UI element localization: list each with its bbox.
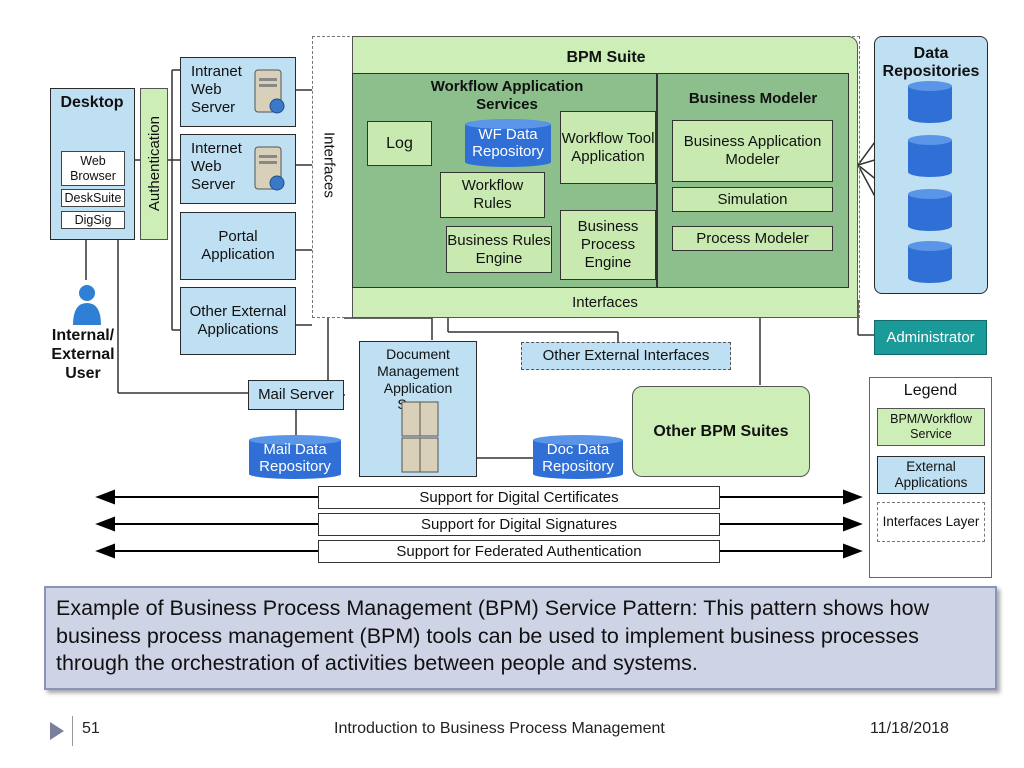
business-application-modeler: Business Application Modeler — [672, 120, 833, 182]
legend-interfaces-layer: Interfaces Layer — [877, 502, 985, 542]
bpm-suite-title: BPM Suite — [566, 49, 646, 66]
server-rack-icon — [401, 401, 439, 473]
authentication-label: Authentication — [145, 116, 163, 212]
doc-data-repository-label: Doc Data Repository — [542, 441, 614, 475]
data-repository-cylinders — [908, 81, 952, 283]
support-federated-authentication: Support for Federated Authentication — [318, 540, 720, 563]
mail-data-repository-label: Mail Data Repository — [259, 441, 331, 475]
document-management-server: Document Management Application Server — [359, 341, 477, 477]
user-label: Internal/ External User — [51, 327, 115, 383]
legend-bpm-workflow: BPM/Workflow Service — [877, 408, 985, 446]
wf-data-repository-cylinder — [465, 119, 551, 167]
support-digital-certificates: Support for Digital Certificates — [318, 486, 720, 509]
mail-server: Mail Server — [248, 380, 344, 410]
desktop-title: Desktop — [60, 94, 124, 111]
page-number: 51 — [82, 720, 100, 737]
business-process-engine: Business Process Engine — [560, 210, 656, 280]
server-icon — [254, 69, 285, 114]
workflow-tool-application: Workflow Tool Application — [560, 111, 656, 184]
workflow-services-title: Workflow Application Services — [430, 78, 584, 113]
server-icon — [254, 146, 285, 191]
legend: Legend BPM/Workflow Service External App… — [869, 377, 992, 578]
internet-label: Internet Web Server — [191, 140, 242, 193]
legend-title: Legend — [903, 382, 958, 399]
portal-application: Portal Application — [180, 212, 296, 280]
other-bpm-suites: Other BPM Suites — [632, 386, 810, 477]
desktop-desksuite: DeskSuite — [61, 189, 125, 207]
other-external-interfaces: Other External Interfaces — [521, 342, 731, 370]
business-modeler-title: Business Modeler — [688, 90, 818, 107]
support-digital-signatures: Support for Digital Signatures — [318, 513, 720, 536]
caption-box: Example of Business Process Management (… — [44, 586, 997, 690]
bpm-interfaces-label: Interfaces — [572, 294, 638, 311]
legend-external-applications: External Applications — [877, 456, 985, 494]
intranet-web-server: Intranet Web Server — [180, 57, 296, 127]
interfaces-vertical-text: Interfaces — [320, 132, 338, 198]
log-box: Log — [367, 121, 432, 166]
workflow-rules: Workflow Rules — [440, 172, 545, 218]
desktop-digsig: DigSig — [61, 211, 125, 229]
internet-web-server: Internet Web Server — [180, 134, 296, 204]
interfaces-vertical-label: Interfaces — [316, 110, 342, 220]
data-repositories-title: Data Repositories — [882, 45, 980, 80]
mail-data-repository-cylinder — [249, 435, 341, 479]
user-icon — [73, 285, 101, 325]
intranet-label: Intranet Web Server — [191, 63, 242, 116]
footer-title: Introduction to Business Process Managem… — [334, 720, 665, 737]
caption-text: Example of Business Process Management (… — [56, 596, 930, 676]
wf-data-repository-label: WF Data Repository — [472, 126, 544, 160]
slide-bullet-icon — [50, 722, 64, 740]
desktop-web-browser: Web Browser — [61, 151, 125, 186]
other-external-applications: Other External Applications — [180, 287, 296, 355]
business-rules-engine: Business Rules Engine — [446, 226, 552, 273]
administrator-box: Administrator — [874, 320, 987, 355]
footer-date: 11/18/2018 — [870, 720, 949, 737]
authentication-bar: Authentication — [140, 88, 168, 240]
footer-divider — [72, 716, 73, 746]
desktop-panel: Desktop Web Browser DeskSuite DigSig — [50, 88, 135, 240]
process-modeler: Process Modeler — [672, 226, 833, 251]
doc-data-repository-cylinder — [533, 435, 623, 479]
simulation: Simulation — [672, 187, 833, 212]
